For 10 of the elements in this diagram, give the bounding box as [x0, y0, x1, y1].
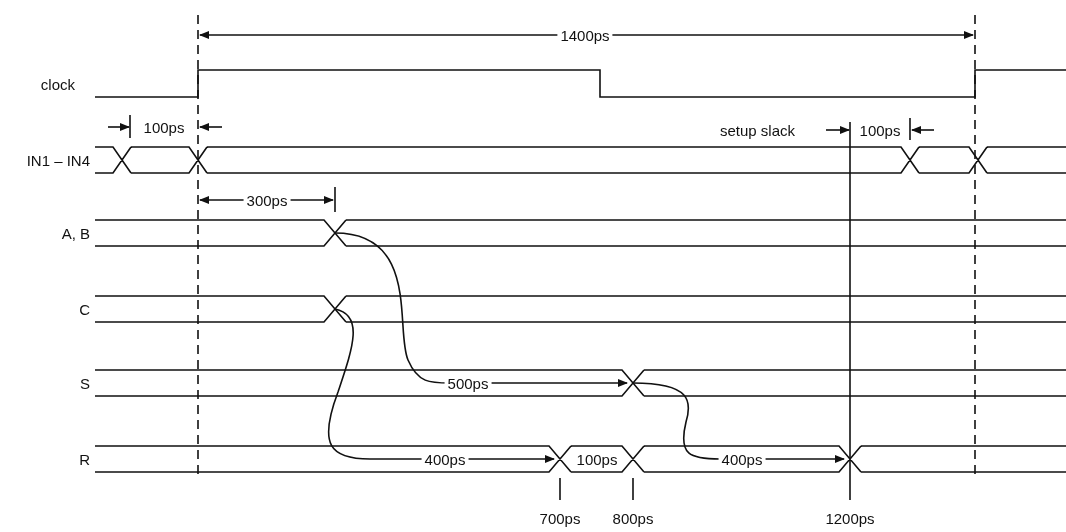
- time-label: 800ps: [612, 509, 654, 527]
- time-label: 1200ps: [825, 509, 875, 527]
- signal-name: IN1 – IN4: [26, 151, 90, 169]
- signal-name: A, B: [61, 224, 90, 242]
- signal-name: S: [80, 374, 90, 392]
- signal-name: clock: [40, 75, 75, 93]
- note-label: setup slack: [719, 121, 795, 139]
- signal-name: R: [79, 450, 90, 468]
- time-label: 700ps: [539, 509, 581, 527]
- signal-name: C: [79, 300, 90, 318]
